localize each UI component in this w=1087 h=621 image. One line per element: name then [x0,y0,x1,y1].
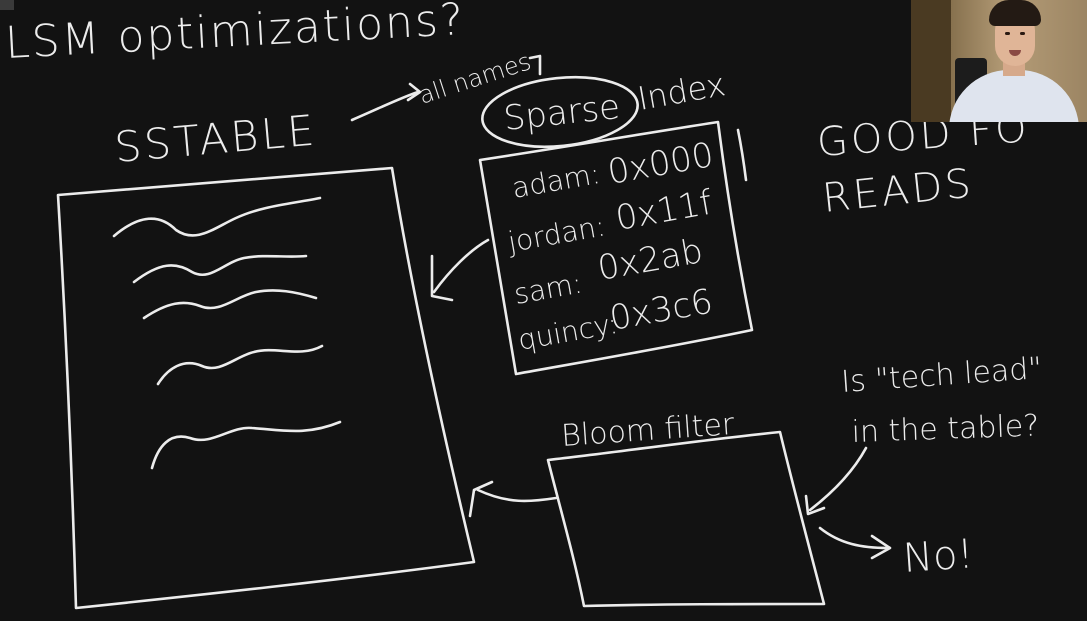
question-to-bloom-arrowhead [804,494,826,516]
all-names-arrowhead [406,82,422,102]
index-entry-key-3: sam: [511,267,584,311]
webcam-presenter-mouth [1009,50,1021,56]
webcam-presenter-eye-right [1020,32,1025,35]
presenter-webcam [911,0,1087,122]
bloom-to-answer-arrow [818,526,890,550]
close-icon[interactable] [0,0,14,10]
sstable-row-2 [132,254,308,284]
sstable-row-5 [150,420,342,470]
sstable-row-1 [112,196,322,238]
webcam-presenter-hair [989,0,1041,26]
webcam-window [911,0,951,122]
sstable-box [56,166,476,610]
sparse-index-tick [736,128,748,182]
index-to-sstable-arrow [432,238,490,294]
question-line-1: Is "tech lead" [840,351,1043,400]
question-to-bloom-arrow [808,446,868,512]
index-label: Index [635,65,728,118]
all-names-bracket [528,54,542,76]
index-entry-offset-3: 0x2ab [595,231,706,289]
index-entry-offset-4: 0x3c6 [607,281,716,338]
index-to-sstable-arrowhead [430,254,454,302]
good-for-line-2: READS [820,160,976,222]
sstable-label: SSTABLE [113,105,319,171]
answer-text: No! [901,531,974,582]
index-entry-offset-2: 0x11f [613,183,715,239]
bloom-to-answer-arrowhead [870,534,892,560]
question-line-2: in the table? [851,408,1040,450]
all-names-arrow [350,90,420,122]
sparse-label: Sparse [502,87,622,139]
index-entry-key-2: jordan: [505,209,608,259]
title-text: LSM optimizations? [4,0,466,69]
index-entry-key-1: adam: [509,157,602,205]
bloom-filter-box [546,430,826,608]
bloom-to-sstable-arrowhead [468,480,494,518]
sparse-index-box [478,120,754,376]
index-entry-key-4: quincy: [515,307,620,357]
sstable-row-4 [156,344,324,386]
sstable-row-3 [142,289,318,320]
bloom-to-sstable-arrow [476,488,558,503]
webcam-presenter-eye-left [1005,32,1010,35]
